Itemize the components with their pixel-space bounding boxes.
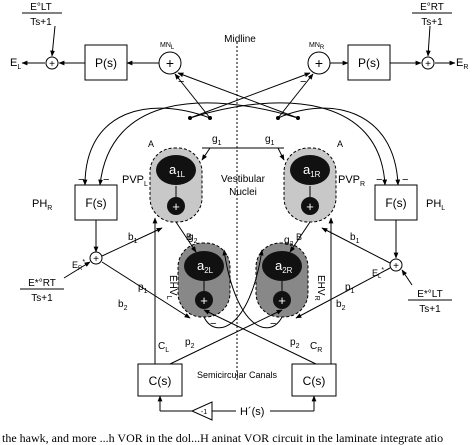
svg-text:Ts+1: Ts+1 [31,293,53,304]
sum-junction-eye-right [421,56,435,70]
svg-text:P(s): P(s) [95,56,117,70]
svg-text:A: A [148,139,154,149]
ehv-label-left: EHVL [165,275,178,300]
cl-label: CL [158,341,169,354]
a2r-node [262,251,302,281]
ph-label-right: PHL [426,198,445,212]
svg-text:−: − [376,174,382,186]
feedback-block-left [74,184,118,221]
svg-text:C(s): C(s) [303,374,326,388]
p1-left: p1 [138,282,148,295]
head-velocity-label: H´(s) [240,406,264,418]
svg-text:B: B [296,232,302,242]
a1l-node [156,155,196,185]
feedback-block-right [374,184,418,221]
b2-right: b2 [336,299,346,312]
plant-block-left [84,44,128,81]
inverter-gain [190,401,213,421]
svg-text:F(s): F(s) [85,196,106,210]
sum-junction-eye-left [45,56,59,70]
p1-right: p1 [345,282,355,295]
figure-caption: the hawk, and more ...h VOR in the dol..… [2,431,443,445]
g2-left: g2 [188,232,198,245]
svg-text:+: + [172,199,180,214]
top-right-transfer-function: E°RT Ts+1 [412,2,452,28]
cr-label: CR [310,341,322,354]
svg-text:+: + [93,254,99,265]
pvp-label-right: PVPR [338,174,365,188]
svg-text:−: − [402,174,408,186]
b1-right: b1 [350,232,360,245]
motoneuron-left-label: MNL [160,42,175,51]
svg-text:a1R: a1R [303,162,321,179]
svg-text:E*°RT: E*°RT [28,278,56,289]
a1r-node [290,155,330,185]
svg-text:+: + [425,59,431,70]
svg-text:a2L: a2L [197,258,214,275]
svg-text:−: − [103,174,109,186]
svg-text:−: − [300,76,306,88]
svg-text:C(s): C(s) [149,374,172,388]
sum-junction-input-left [89,251,103,265]
svg-text:+: + [49,59,55,70]
svg-text:a2R: a2R [275,258,293,275]
svg-text:−: − [270,318,276,330]
midline-label: Midline [224,34,256,45]
motoneuron-right-label: MNR [309,42,325,51]
top-left-transfer-function: E°LT Ts+1 [22,2,62,28]
pvp-label-left: PVPL [122,174,148,188]
semicircular-label: Semicircular Canals [197,370,278,380]
svg-text:E*°LT: E*°LT [417,289,443,300]
canal-block-right [291,363,337,397]
svg-text:−: − [210,318,216,330]
svg-text:E°LT: E°LT [30,2,52,13]
svg-text:+: + [200,293,208,308]
svg-text:E°RT: E°RT [420,2,444,13]
svg-text:+: + [306,199,314,214]
b2-left: b2 [118,299,128,312]
ph-label-left: PHR [32,198,52,212]
svg-text:−: − [78,174,84,186]
svg-text:Ts+1: Ts+1 [421,17,443,28]
ehv-label-right: EHVR [313,275,326,301]
svg-text:Ts+1: Ts+1 [419,304,441,315]
output-label-left: EL [10,57,21,71]
svg-text:A: A [337,139,343,149]
bottom-left-transfer-function: E*°RT Ts+1 [20,278,64,304]
svg-text:+: + [278,293,286,308]
g1-left: g1 [212,134,222,147]
b1-left: b1 [128,232,138,245]
output-label-right: ER [456,57,468,71]
svg-text:+: + [393,261,399,272]
sum-junction-input-right [389,258,403,272]
svg-text:-1: -1 [201,409,207,416]
g2-right: g2 [284,235,294,248]
svg-text:a1L: a1L [169,162,186,179]
motoneuron-left [158,51,182,75]
svg-text:Ts+1: Ts+1 [30,17,52,28]
svg-text:P(s): P(s) [358,56,380,70]
canal-block-left [137,363,183,397]
g1-right: g1 [265,134,275,147]
bottom-right-transfer-function: E*°LT Ts+1 [408,289,452,315]
p2-right: p2 [290,337,300,350]
nucleus-label-line1: Vestibular [221,174,266,185]
nucleus-label-line2: Nuclei [229,187,257,198]
estar-right: EL* [372,267,384,280]
svg-text:F(s): F(s) [385,196,406,210]
p2-left: p2 [185,337,195,350]
svg-text:+: + [315,55,323,71]
svg-text:B: B [186,232,192,242]
svg-text:+: + [166,55,174,71]
motoneuron-right [307,51,331,75]
estar-left: ER* [72,259,85,272]
a2l-node [184,251,224,281]
